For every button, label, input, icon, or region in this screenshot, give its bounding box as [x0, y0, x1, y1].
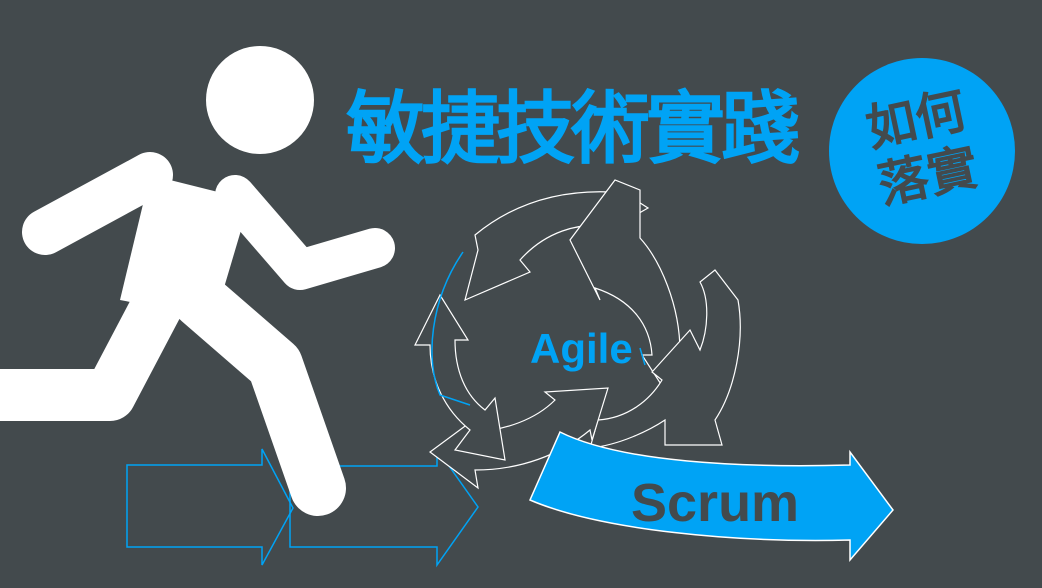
scrum-arrow: [529, 430, 894, 563]
right-arrow-icon: [126, 448, 294, 566]
cycle-accent-outline: [431, 251, 646, 406]
arrow-label: Scrum: [631, 473, 800, 533]
cycle-label: Agile: [530, 325, 633, 372]
status-badge: 如何 落實: [829, 58, 1015, 244]
circular-arrows-icon: [414, 179, 741, 490]
running-person-icon: [0, 46, 395, 516]
right-arrow-icon: [289, 446, 479, 568]
page-title: 敏捷技術實踐: [346, 83, 800, 175]
badge-text: 如何 落實: [819, 72, 1025, 224]
